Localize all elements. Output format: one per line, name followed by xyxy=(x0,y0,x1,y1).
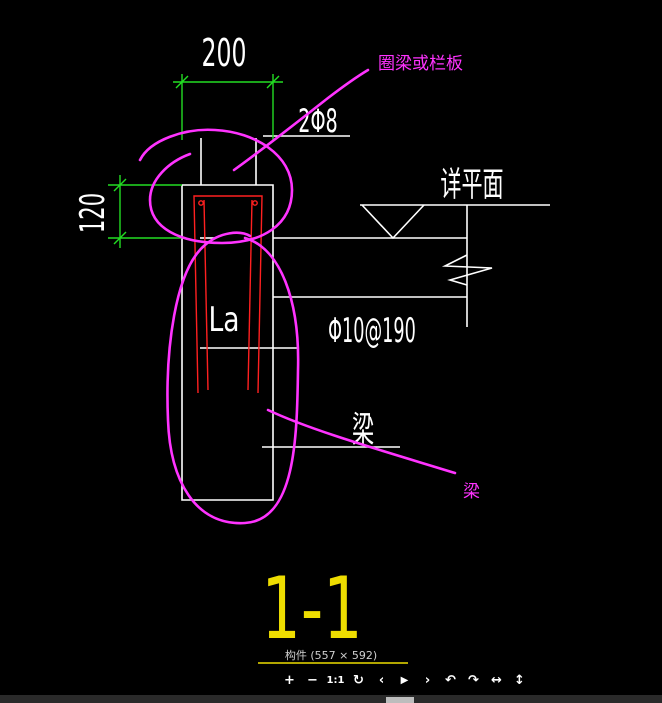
redo-button[interactable]: ↷ xyxy=(468,672,479,688)
fit-width-button[interactable]: ↔ xyxy=(491,672,502,688)
image-caption: 构件 (557 × 592) xyxy=(284,649,378,662)
zoom-out-button[interactable]: − xyxy=(307,672,318,688)
rebar-top-label: 2Φ8 xyxy=(298,104,338,140)
stirrup-label: Φ10@190 xyxy=(328,312,416,351)
anchor-label: La xyxy=(208,301,239,340)
dimension-width-label: 200 xyxy=(202,32,247,75)
bottom-status-strip xyxy=(0,695,662,703)
next-button[interactable]: › xyxy=(424,672,431,688)
bottom-note-annotation: 梁 xyxy=(463,482,480,502)
rotate-button[interactable]: ↻ xyxy=(353,672,364,688)
beam-label: 梁 xyxy=(352,410,374,452)
dimension-height-label: 120 xyxy=(73,193,113,233)
fit-height-button[interactable]: ↕ xyxy=(514,672,525,688)
plan-note-label: 详平面 xyxy=(440,165,503,205)
undo-button[interactable]: ↶ xyxy=(445,672,456,688)
actual-size-button[interactable]: 1:1 xyxy=(326,674,345,686)
section-title: 1-1 xyxy=(261,558,362,659)
previous-button[interactable]: ‹ xyxy=(378,672,385,688)
dimension-lines xyxy=(108,74,283,248)
viewer-toolbar: + − 1:1 ↻ ‹ ▶ › ↶ ↷ ↔ ↕ xyxy=(278,670,531,690)
scroll-indicator[interactable] xyxy=(386,697,414,703)
top-note-annotation: 圈梁或栏板 xyxy=(378,54,463,74)
rebar-lines xyxy=(193,195,263,394)
play-button[interactable]: ▶ xyxy=(400,674,409,686)
zoom-in-button[interactable]: + xyxy=(284,672,295,688)
markup-strokes xyxy=(138,68,457,525)
